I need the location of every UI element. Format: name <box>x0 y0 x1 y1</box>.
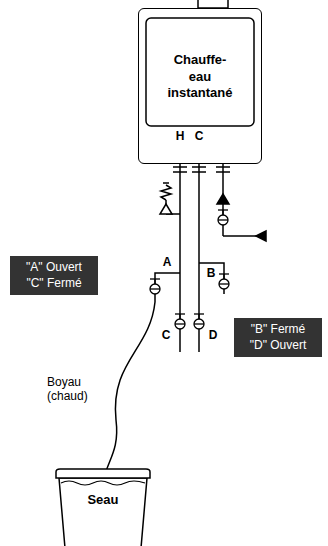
text-area: Seau <box>55 492 151 507</box>
bucket-label: Seau <box>55 492 151 507</box>
port-label: H <box>176 130 185 144</box>
check-valve <box>217 194 229 204</box>
flow-arrow <box>256 231 266 241</box>
valve-letter: A <box>163 256 172 270</box>
text-area: Chauffe- eau instantané <box>147 19 253 135</box>
pipe-flanges <box>173 167 230 172</box>
valve-letter: C <box>162 329 171 343</box>
branch-pipe <box>199 263 224 294</box>
status-text: "B" Fermé "D" Ouvert <box>246 322 310 353</box>
ball-valve <box>150 279 160 294</box>
valve-letter: B <box>207 267 216 281</box>
gas-inlet <box>223 235 258 237</box>
ball-valve <box>194 314 204 329</box>
ball-valve <box>219 274 229 289</box>
hose-label: Boyau (chaud) <box>47 376 97 404</box>
bucket-outline <box>55 468 151 546</box>
ball-valve <box>175 314 185 329</box>
vent-collar <box>198 0 228 8</box>
hose <box>104 302 155 480</box>
port-label: C <box>195 130 204 144</box>
ball-valve <box>218 210 228 225</box>
bucket: Seau <box>55 468 151 546</box>
device-title: Chauffe- eau instantané <box>165 52 235 103</box>
bucket-rim <box>56 469 150 478</box>
valve-letter: D <box>209 329 218 343</box>
relief-valve <box>160 183 180 214</box>
status-callout: "A" Ouvert "C" Fermé <box>10 256 98 295</box>
status-callout: "B" Fermé "D" Ouvert <box>234 318 322 357</box>
inner-panel <box>146 18 254 126</box>
water-surface <box>61 481 145 485</box>
bucket-body <box>59 478 147 546</box>
status-text: "A" Ouvert "C" Fermé <box>22 260 86 291</box>
